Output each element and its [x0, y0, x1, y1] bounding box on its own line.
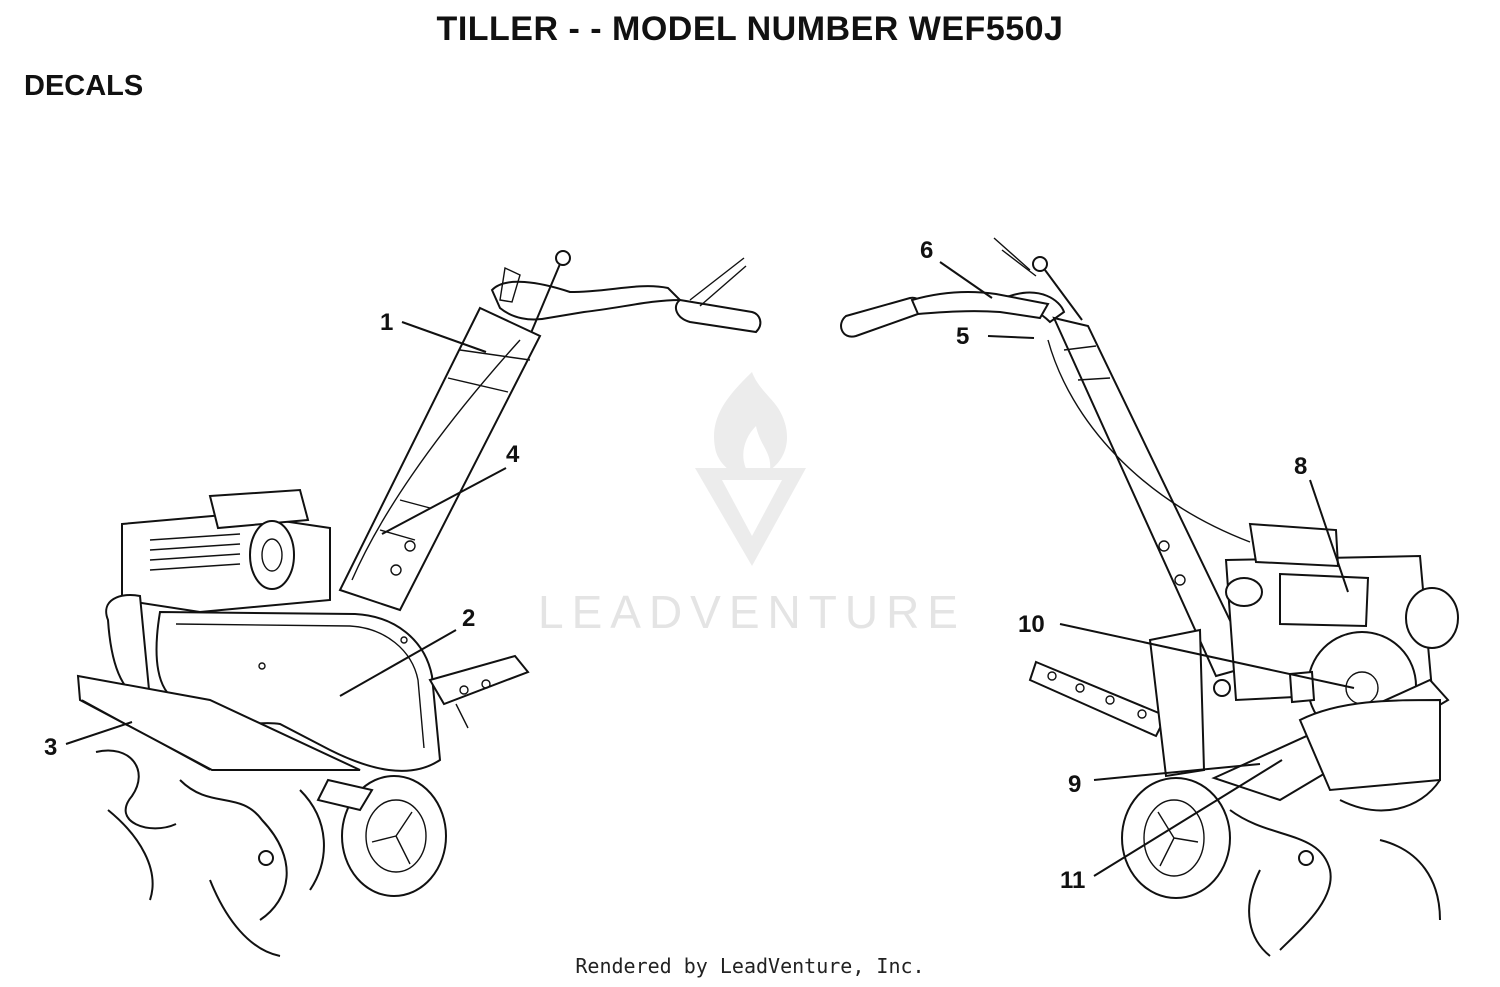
callout-number-4: 4	[506, 441, 520, 468]
section-heading: DECALS	[24, 70, 144, 102]
left-tiller-illustration	[76, 250, 762, 957]
callout-6: 6	[920, 237, 993, 299]
callout-number-11: 11	[1060, 867, 1085, 894]
callout-9: 9	[1068, 763, 1261, 798]
callout-10: 10	[1018, 611, 1355, 689]
watermark-text: LEADVENTURE	[538, 586, 966, 638]
page-title: TILLER - - MODEL NUMBER WEF550J	[436, 10, 1064, 48]
callout-number-2: 2	[462, 605, 475, 632]
callout-number-1: 1	[380, 309, 393, 336]
callout-2: 2	[339, 605, 475, 697]
callout-number-9: 9	[1068, 771, 1081, 798]
callout-number-5: 5	[956, 323, 969, 350]
right-tiller-illustration	[840, 237, 1459, 957]
footer-credit: Rendered by LeadVenture, Inc.	[575, 954, 925, 978]
callout-1: 1	[380, 309, 487, 353]
callout-11: 11	[1060, 759, 1283, 894]
callout-4: 4	[381, 441, 520, 535]
leadventure-watermark: LEADVENTURE	[538, 372, 966, 638]
callout-number-3: 3	[44, 734, 57, 761]
callout-5: 5	[956, 323, 1035, 350]
callout-number-10: 10	[1018, 611, 1045, 638]
callout-number-8: 8	[1294, 453, 1307, 480]
callout-3: 3	[44, 721, 133, 761]
callout-8: 8	[1294, 453, 1349, 593]
callout-number-6: 6	[920, 237, 933, 264]
